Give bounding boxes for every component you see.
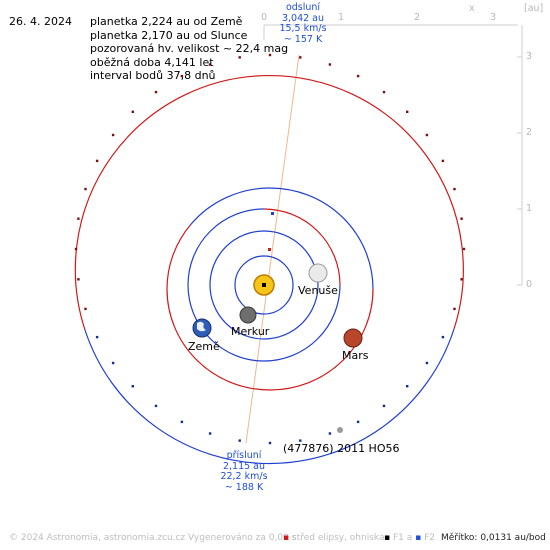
orbit-point (180, 74, 184, 78)
earth-orbit-blue (187, 208, 341, 362)
orbit-point (299, 56, 302, 59)
orbit-point (77, 278, 80, 281)
orbit-point (406, 385, 409, 388)
asteroid-orbit (74, 74, 464, 465)
mars-planet (343, 328, 363, 348)
orbit-point (131, 110, 134, 113)
sun (253, 274, 275, 296)
axis-right-tick-0: 0 (526, 279, 533, 290)
asteroid-orbit-red (74, 74, 464, 331)
orbit-point (154, 90, 158, 94)
orbit-point (356, 420, 360, 424)
orbit-point (238, 56, 241, 59)
axis-top-tick-2: 2 (414, 12, 421, 23)
axis-top-tick-0: 0 (261, 12, 268, 23)
orbit-point (268, 53, 272, 57)
orbit-point (84, 307, 87, 311)
orbit-point (84, 187, 87, 191)
asteroid-orbit-blue (84, 328, 455, 465)
axis-right-ticks (517, 56, 522, 286)
venus-planet (308, 263, 328, 283)
ellipse-center-marker (268, 248, 271, 251)
orbit-point (77, 217, 80, 220)
orbit-point (425, 133, 429, 137)
orbit-point (425, 361, 429, 365)
scale-label: Měřítko: 0,0131 au/bod (441, 533, 546, 543)
earth-orbit-red (263, 208, 341, 286)
info-line-earth-distance: planetka 2,224 au od Země (90, 15, 243, 28)
focus-f2-marker (271, 212, 274, 215)
axis-right-tick-2: 2 (526, 127, 533, 138)
info-line-period: oběžná doba 4,141 let (90, 55, 214, 69)
mars-orbit-blue (166, 187, 374, 391)
orbit-point (460, 217, 463, 220)
copyright-link[interactable]: © 2024 Astronomia, astronomia.zcu.cz (9, 533, 186, 543)
info-line-point-interval: interval bodů 37,8 dnů (90, 69, 216, 82)
mercury-planet (239, 306, 257, 324)
orbit-point (268, 441, 272, 445)
asteroid-label: (477876) 2011 HO56 (283, 442, 400, 455)
axis-top-tick-1: 1 (338, 12, 345, 23)
orbit-point (382, 404, 386, 408)
generation-time: Vygenerováno za 0,09 s (188, 533, 297, 543)
orbit-point (208, 63, 212, 66)
orbit-point (406, 110, 409, 113)
orbit-point (154, 404, 158, 408)
orbit-point (462, 247, 466, 251)
orbit-point (95, 159, 99, 163)
orbit-points (74, 53, 466, 445)
planet-orbits (166, 187, 374, 391)
info-line-sun-distance: planetka 2,170 au od Slunce (90, 28, 248, 42)
axis-x-label: x (469, 3, 475, 14)
axis-unit: [au] (524, 3, 544, 14)
date-label: 26. 4. 2024 (9, 15, 72, 28)
legend-center-swatch: ▪ (283, 533, 290, 543)
orbit-point (453, 307, 456, 311)
axis-right-tick-3: 3 (526, 51, 533, 62)
axis-right-tick-1: 1 (526, 203, 533, 214)
earth-label: Země (188, 340, 220, 353)
orbit-point (441, 335, 445, 339)
apsis-line (245, 54, 300, 444)
legend-center: ▪ střed elipsy, ohniska (283, 533, 385, 543)
orbit-point (328, 63, 332, 66)
orbit-point (441, 159, 445, 163)
orbit-point (238, 439, 241, 442)
legend-foci: ▪ F1 a ▪ F2 (384, 533, 436, 543)
mercury-orbit (234, 255, 294, 315)
orbit-point (131, 385, 134, 388)
legend-f2-swatch: ▪ (415, 533, 422, 543)
orbit-point (356, 74, 360, 78)
info-panel: planetka 2,224 au od Země planetka 2,170… (90, 15, 288, 83)
info-line-magnitude: pozorovaná hv. velikost ~ 22,4 mag (90, 42, 289, 55)
legend-f1-swatch: ▪ (384, 533, 391, 543)
orbit-point (111, 361, 115, 365)
orbit-point (180, 420, 184, 424)
orbit-point (453, 187, 456, 191)
orbit-point (382, 90, 386, 94)
mars-label: Mars (342, 349, 369, 362)
earth-planet (192, 318, 212, 338)
orbit-point (460, 278, 463, 281)
mercury-label: Merkur (231, 325, 270, 338)
orbit-point (208, 432, 212, 435)
venus-orbit (209, 230, 319, 340)
orbit-point (95, 335, 99, 339)
orbit-point (111, 133, 115, 137)
orbit-point (74, 247, 78, 251)
asteroid-marker (337, 427, 343, 433)
orbit-point (328, 432, 332, 435)
orbit-point (299, 439, 302, 442)
venus-label: Venuše (298, 284, 338, 297)
axis-top-tick-3: 3 (490, 12, 497, 23)
